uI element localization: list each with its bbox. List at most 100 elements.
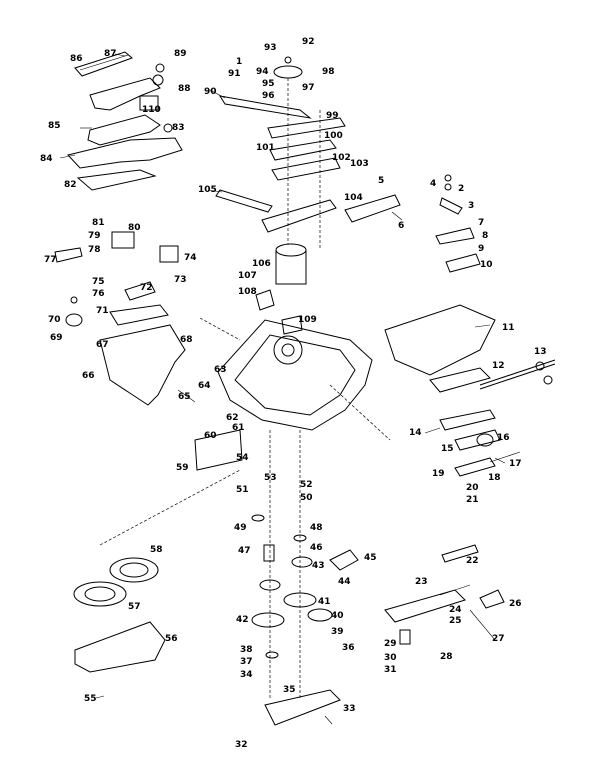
callout-label: 29 xyxy=(384,639,397,649)
callout-label: 20 xyxy=(466,483,479,493)
callout-label: 2 xyxy=(458,184,464,194)
callout-label: 95 xyxy=(262,79,275,89)
callout-label: 106 xyxy=(252,259,271,269)
callout-label: 63 xyxy=(214,365,227,375)
callout-label: 75 xyxy=(92,277,105,287)
callout-label: 54 xyxy=(236,453,249,463)
callout-label: 83 xyxy=(172,123,185,133)
callout-label: 62 xyxy=(226,413,239,423)
callout-label: 30 xyxy=(384,653,397,663)
callout-label: 73 xyxy=(174,275,187,285)
callout-label: 50 xyxy=(300,493,313,503)
callout-label: 77 xyxy=(44,255,57,265)
callout-label: 8 xyxy=(482,231,488,241)
callout-label: 3 xyxy=(468,201,474,211)
callout-label: 85 xyxy=(48,121,61,131)
callout-label: 47 xyxy=(238,546,251,556)
callout-label: 109 xyxy=(298,315,317,325)
callout-label: 60 xyxy=(204,431,217,441)
callout-label: 37 xyxy=(240,657,253,667)
left-bracket-assembly xyxy=(54,231,196,406)
callout-label: 68 xyxy=(180,335,193,345)
callout-label: 105 xyxy=(198,185,217,195)
callout-label: 18 xyxy=(488,473,501,483)
callout-label: 64 xyxy=(198,381,211,391)
callout-label: 80 xyxy=(128,223,141,233)
callout-label: 71 xyxy=(96,306,109,316)
callout-label: 31 xyxy=(384,665,397,675)
callout-label: 103 xyxy=(350,159,369,169)
callout-label: 51 xyxy=(236,485,249,495)
callout-label: 55 xyxy=(84,694,97,704)
callout-label: 93 xyxy=(264,43,277,53)
callout-label: 41 xyxy=(318,597,331,607)
callout-label: 46 xyxy=(310,543,323,553)
callout-label: 84 xyxy=(40,154,53,164)
callout-label: 28 xyxy=(440,652,453,662)
callout-label: 35 xyxy=(283,685,296,695)
callout-label: 15 xyxy=(441,444,454,454)
callout-label: 102 xyxy=(332,153,351,163)
callout-label: 12 xyxy=(492,361,505,371)
callout-label: 52 xyxy=(300,480,313,490)
lower-right-lever-assembly xyxy=(329,549,505,645)
callout-label: 88 xyxy=(178,84,191,94)
callout-label: 56 xyxy=(165,634,178,644)
main-chassis xyxy=(199,243,391,441)
callout-label: 25 xyxy=(449,616,462,626)
top-right-parts xyxy=(344,174,481,273)
callout-label: 99 xyxy=(326,111,339,121)
callout-label: 82 xyxy=(64,180,77,190)
callout-label: 22 xyxy=(466,556,479,566)
center-lower-gear-stacks xyxy=(251,430,341,726)
callout-label: 104 xyxy=(344,193,363,203)
callout-label: 9 xyxy=(478,244,484,254)
callout-label: 7 xyxy=(478,218,484,228)
callout-label: 67 xyxy=(96,340,109,350)
callout-label: 70 xyxy=(48,315,61,325)
callout-labels: 1 2 3 4 5 6 7 8 9 10 11 12 13 14 15 16 1… xyxy=(40,37,547,750)
callout-label: 76 xyxy=(92,289,105,299)
callout-label: 79 xyxy=(88,231,101,241)
callout-label: 49 xyxy=(234,523,247,533)
top-center-lever-stack xyxy=(215,56,346,250)
callout-label: 94 xyxy=(256,67,269,77)
callout-label: 86 xyxy=(70,54,83,64)
callout-label: 100 xyxy=(324,131,343,141)
callout-label: 4 xyxy=(430,179,436,189)
callout-label: 78 xyxy=(88,245,101,255)
callout-label: 61 xyxy=(232,423,245,433)
leader-lines xyxy=(59,53,506,725)
callout-label: 26 xyxy=(509,599,522,609)
callout-label: 5 xyxy=(378,176,384,186)
top-left-lever-assembly xyxy=(67,51,183,191)
callout-label: 27 xyxy=(492,634,505,644)
callout-label: 10 xyxy=(480,260,493,270)
callout-label: 57 xyxy=(128,602,141,612)
callout-label: 13 xyxy=(534,347,547,357)
callout-label: 110 xyxy=(142,105,161,115)
callout-label: 21 xyxy=(466,495,479,505)
callout-label: 33 xyxy=(343,704,356,714)
right-mechanism xyxy=(384,304,556,563)
callout-label: 44 xyxy=(338,577,351,587)
callout-label: 16 xyxy=(497,433,510,443)
callout-label: 38 xyxy=(240,645,253,655)
callout-label: 74 xyxy=(184,253,197,263)
callout-label: 53 xyxy=(264,473,277,483)
callout-label: 90 xyxy=(204,87,217,97)
callout-label: 42 xyxy=(236,615,249,625)
callout-label: 48 xyxy=(310,523,323,533)
callout-label: 72 xyxy=(140,283,153,293)
callout-label: 40 xyxy=(331,611,344,621)
callout-label: 14 xyxy=(409,428,422,438)
callout-label: 58 xyxy=(150,545,163,555)
callout-label: 23 xyxy=(415,577,428,587)
callout-label: 107 xyxy=(238,271,257,281)
callout-label: 81 xyxy=(92,218,105,228)
callout-label: 24 xyxy=(449,605,462,615)
callout-label: 87 xyxy=(104,49,117,59)
callout-label: 59 xyxy=(176,463,189,473)
callout-label: 34 xyxy=(240,670,253,680)
